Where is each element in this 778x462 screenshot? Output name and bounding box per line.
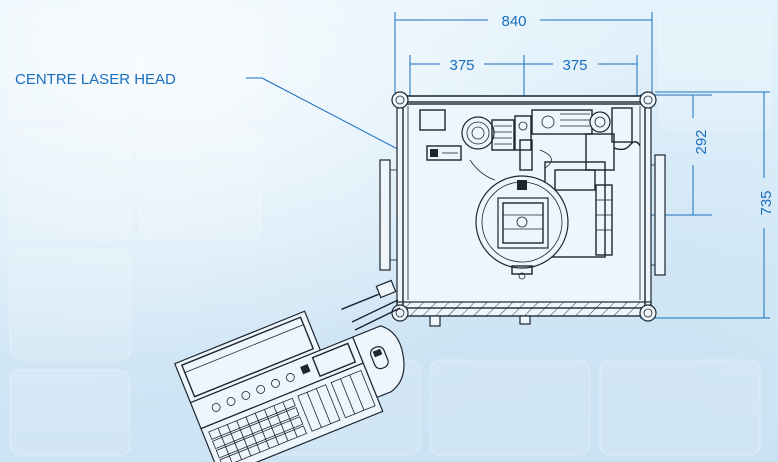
dimension-375-right: 375 [524, 55, 638, 98]
dimension-735: 735 [640, 91, 775, 319]
background-tiles [9, 9, 771, 456]
dimension-840: 840 [394, 12, 653, 98]
dimension-label-840: 840 [501, 13, 526, 30]
internal-components [419, 107, 641, 280]
keyboard-keys [208, 369, 376, 462]
dimension-375-left: 375 [409, 55, 525, 98]
left-handle [379, 159, 391, 271]
dimension-label-375-left: 375 [449, 57, 474, 74]
dimension-label-292: 292 [693, 129, 710, 154]
dimension-label-375-right: 375 [562, 57, 587, 74]
console-arm [351, 299, 399, 323]
right-handle [654, 154, 666, 276]
corner-foot [639, 304, 657, 322]
control-console [174, 293, 405, 462]
corner-foot [391, 91, 409, 109]
dimension-label-735: 735 [758, 190, 775, 215]
callout-label: CENTRE LASER HEAD [15, 71, 176, 88]
corner-foot [639, 91, 657, 109]
laser-head [497, 197, 549, 249]
corner-foot [391, 304, 409, 322]
